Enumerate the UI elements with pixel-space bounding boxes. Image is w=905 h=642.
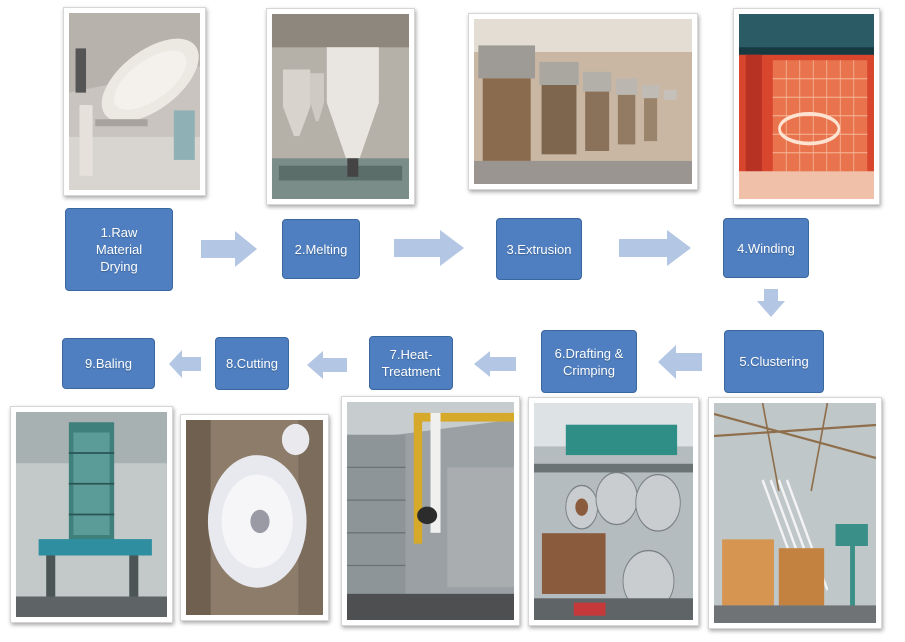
arrow-drying-to-melting — [201, 231, 257, 267]
arrow-clustering-to-drafting — [658, 345, 702, 379]
arrow-melting-to-extrusion — [394, 230, 464, 266]
drafting-crimping-photo — [528, 397, 699, 626]
step-winding: 4.Winding — [723, 218, 809, 278]
winding-photo — [733, 8, 880, 205]
step-extrusion: 3.Extrusion — [496, 218, 582, 280]
cutting-photo — [180, 414, 329, 621]
heat-treatment-photo — [341, 396, 520, 626]
step-drafting-crimping: 6.Drafting & Crimping — [541, 330, 637, 393]
step-baling: 9.Baling — [62, 338, 155, 389]
raw-material-drying-photo — [63, 7, 206, 196]
baling-photo — [10, 406, 173, 623]
arrow-extrusion-to-winding — [619, 230, 691, 266]
step-raw-material-drying: 1.Raw Material Drying — [65, 208, 173, 291]
step-heat-treatment: 7.Heat- Treatment — [369, 336, 453, 390]
extrusion-photo — [468, 13, 698, 190]
arrow-cutting-to-baling — [169, 350, 201, 378]
melting-photo — [266, 8, 415, 205]
arrow-drafting-to-heat — [474, 351, 516, 377]
arrow-heat-to-cutting — [307, 351, 347, 379]
step-melting: 2.Melting — [282, 219, 360, 279]
clustering-photo — [708, 397, 882, 629]
step-cutting: 8.Cutting — [215, 337, 289, 390]
arrow-winding-to-clustering — [757, 289, 785, 317]
step-clustering: 5.Clustering — [724, 330, 824, 393]
